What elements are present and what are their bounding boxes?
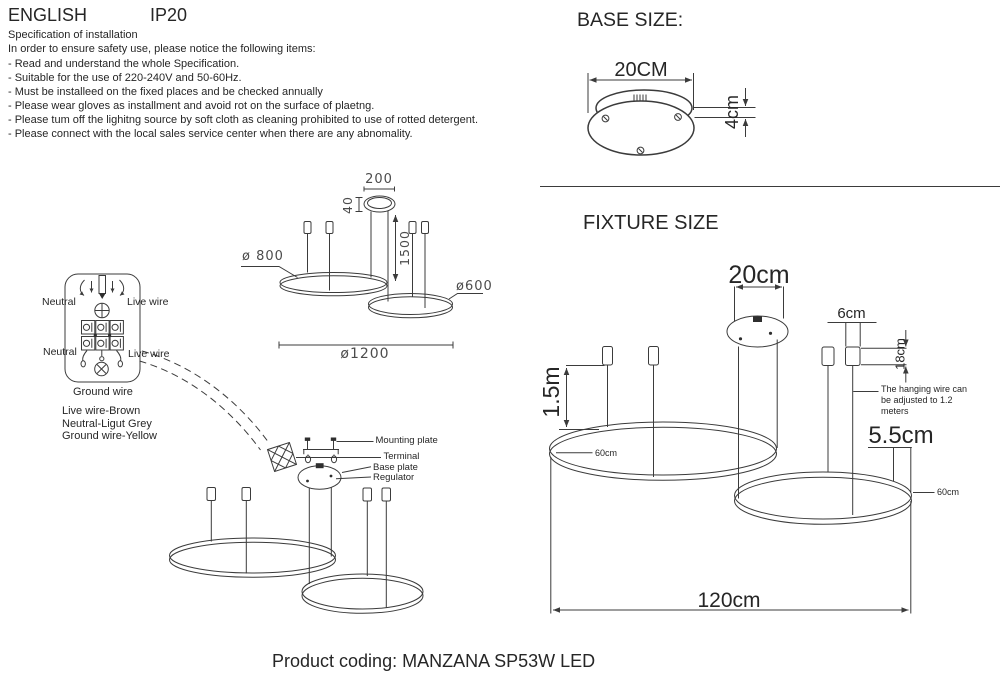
adjuster-height-dim: 18cm	[892, 338, 908, 370]
product-coding: Product coding: MANZANA SP53W LED	[272, 651, 596, 671]
wire-holder	[421, 221, 429, 234]
leader-600	[448, 293, 483, 300]
canopy-plate	[726, 315, 789, 348]
canopy-width-dim: 200	[365, 171, 393, 187]
wiring-box	[64, 273, 141, 383]
adjuster-width-dim: 6cm	[837, 305, 866, 322]
wire-holder	[648, 346, 659, 366]
spec-item: - Must be installeed on the fixed places…	[8, 85, 323, 98]
wire-holder	[325, 221, 334, 234]
ip-rating-label: IP20	[150, 5, 188, 25]
ring2-height-label: 60cm	[937, 486, 960, 497]
large-ring-diameter-dim: ø 800	[242, 249, 284, 264]
wire-length-dim-fixture: 1.5m	[538, 366, 565, 418]
ground-wire-label: Ground wire	[73, 385, 133, 398]
base-plate-label: Base plate	[373, 461, 418, 473]
spec-item: - Suitable for the use of 220-240V and 5…	[8, 71, 242, 84]
spec-item: - Read and understand the whole Specific…	[8, 57, 240, 70]
terminal-block	[266, 441, 298, 473]
ring-tube-height-dim: 5.5cm	[868, 422, 934, 449]
neutral-label-mid: Neutral	[43, 346, 77, 358]
wire-holder	[206, 487, 216, 501]
wire-color-legend: Ground wire-Yellow	[62, 430, 157, 442]
fixture-size-title: FIXTURE SIZE	[583, 212, 719, 234]
screw-head	[94, 361, 109, 377]
hanging-wires	[307, 211, 426, 308]
hanging-wires	[210, 500, 387, 608]
large-ring	[169, 537, 336, 574]
vent-hatch	[633, 94, 647, 102]
small-ring-diameter-dim: ø600	[456, 278, 493, 294]
wire-holder	[241, 487, 251, 501]
wire-holder	[821, 346, 835, 366]
mounting-plate-label: Mounting plate	[375, 435, 438, 446]
mounting-plate-drawing	[303, 437, 339, 464]
base-height-dim: 4cm	[721, 94, 742, 130]
pendant-dimension-drawing	[241, 186, 483, 349]
overall-width-dim: 120cm	[697, 588, 761, 612]
hanging-wires	[827, 366, 854, 515]
large-ring	[279, 272, 388, 293]
fixture-size-drawing	[549, 284, 935, 614]
cable-dashed	[141, 350, 270, 444]
spec-item: - Please connect with the local sales se…	[8, 128, 413, 140]
wire-holder	[303, 221, 312, 234]
small-ring	[368, 293, 453, 315]
canopy-ring	[363, 195, 396, 213]
leader-regulator	[335, 476, 372, 480]
screw	[636, 146, 645, 155]
cable-dashed	[139, 360, 261, 451]
hanging-wires	[607, 365, 654, 477]
canopy-height-dim: 40	[340, 195, 355, 214]
wire-color-legend: Neutral-Ligut Grey	[62, 417, 152, 430]
ring1-height-label: 60cm	[595, 447, 618, 458]
screw	[601, 114, 610, 123]
base-plate-ellipse	[587, 100, 695, 156]
wire-holder	[845, 346, 861, 366]
wire-holder	[362, 487, 372, 502]
base-diameter-dim: 20CM	[614, 59, 668, 81]
neutral-label-top: Neutral	[42, 296, 76, 308]
leader-base-plate	[341, 466, 372, 473]
wire-holder	[381, 487, 391, 502]
wire-color-legend: Live wire-Brown	[62, 405, 141, 417]
spec-item: - Please tum off the lighitng source by …	[8, 113, 479, 126]
fixture-canopy-dim: 20cm	[728, 261, 790, 289]
regulator-label: Regulator	[373, 471, 415, 483]
terminal-label: Terminal	[383, 450, 420, 462]
small-ring	[734, 471, 912, 520]
hanging-wires	[738, 339, 778, 499]
base-size-drawing	[587, 73, 756, 156]
spec-title: Specification of installation	[8, 29, 138, 41]
screw	[674, 113, 682, 121]
spec-intro: In order to ensure safety use, please no…	[8, 43, 316, 55]
small-ring	[301, 573, 424, 610]
language-label: ENGLISH	[8, 5, 88, 25]
wire-length-dim: 1500	[396, 229, 412, 266]
wire-adjust-note: The hanging wire can be adjusted to 1.2 …	[881, 384, 968, 416]
spec-item: - Please wear gloves as installment and …	[8, 99, 375, 112]
large-ring	[549, 421, 777, 476]
live-wire-label-top: Live wire	[127, 296, 169, 308]
wire-holder	[602, 346, 613, 366]
base-plate-drawing	[297, 463, 342, 490]
terminal-strip	[81, 320, 124, 351]
wiring-installation-drawing	[64, 273, 424, 614]
overall-diameter-dim: ø1200	[340, 346, 390, 362]
leader-800	[241, 266, 298, 278]
live-wire-label-mid: Live wire	[128, 348, 170, 360]
base-size-title: BASE SIZE:	[577, 9, 684, 31]
